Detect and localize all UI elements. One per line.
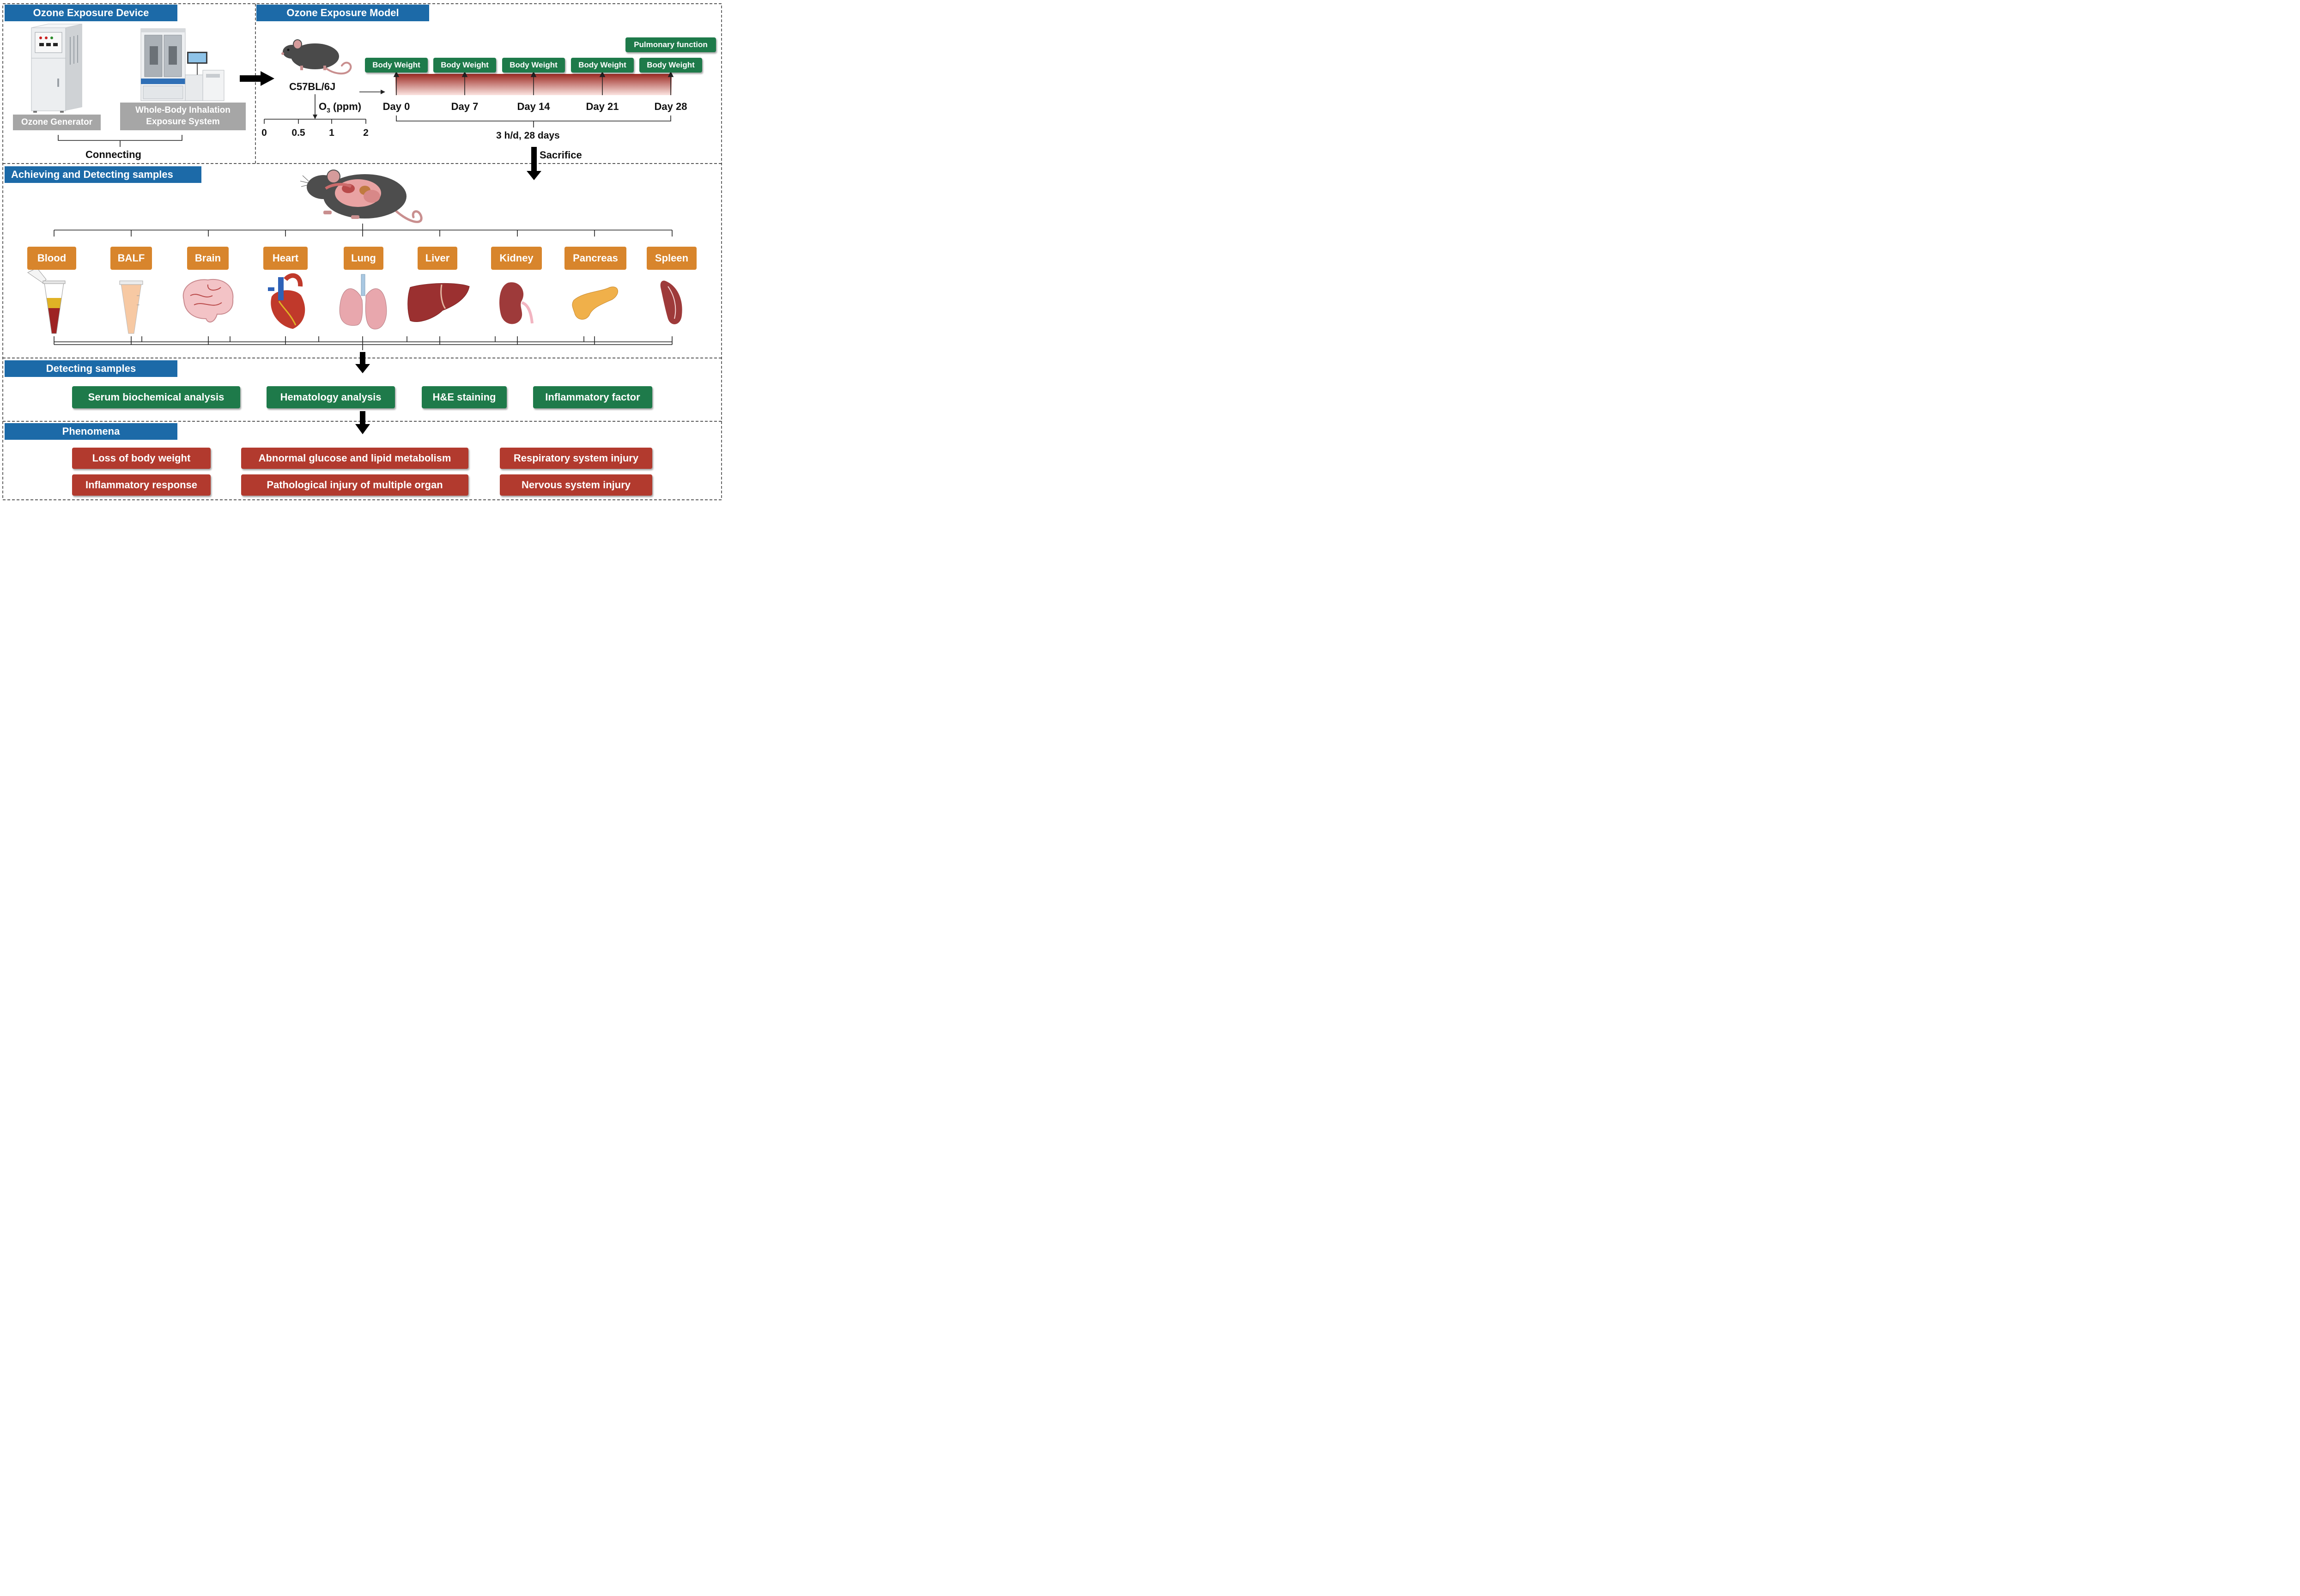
dose-label-prefix: O [319,101,327,112]
dose-axis [264,94,366,124]
body-weight-label-day21: Body Weight [571,58,634,73]
balf-tube-icon [119,280,143,334]
exposure-system-label-line2: Exposure System [146,117,220,127]
sample-balf: BALF [110,247,152,270]
phenomenon-inflammatory-response: Inflammatory response [72,474,211,496]
dose-tick: 2 [363,127,369,138]
sample-brain: Brain [187,247,229,270]
day-label-14: Day 14 [517,101,550,112]
section-frames [2,3,722,500]
analysis-he-staining: H&E staining [422,386,507,408]
samples-to-detecting-arrow [355,352,370,373]
duration-label: 3 h/d, 28 days [496,130,560,141]
exposure-system-label: Whole-Body Inhalation Exposure System [120,103,246,130]
sample-distribution-bracket [54,224,673,237]
dissected-mouse-illustration [300,170,423,223]
kidney-icon [499,282,534,324]
body-weight-label-day28: Body Weight [639,58,702,73]
day-label-0: Day 0 [382,101,410,112]
phenomenon-respiratory-injury: Respiratory system injury [500,448,652,469]
sample-collection-bracket [54,336,673,350]
duration-bracket [396,115,671,127]
day-label-28: Day 28 [654,101,687,112]
lung-icon [339,274,387,329]
detecting-to-phenomena-arrow [355,411,370,434]
dose-tick: 0.5 [291,127,305,138]
phenomenon-nervous-system-injury: Nervous system injury [500,474,652,496]
exposure-system-illustration [140,28,225,101]
day-label-21: Day 21 [586,101,619,112]
ozone-generator-label: Ozone Generator [13,115,101,130]
analysis-serum-biochemical: Serum biochemical analysis [72,386,240,408]
section-header-achieving: Achieving and Detecting samples [5,166,201,183]
sample-blood: Blood [27,247,76,270]
ozone-generator-illustration [31,24,83,113]
sacrifice-label: Sacrifice [540,149,582,161]
analysis-hematology: Hematology analysis [267,386,395,408]
body-weight-label-day7: Body Weight [433,58,496,73]
brain-icon [182,279,234,323]
day-label-7: Day 7 [451,101,479,112]
pulmonary-function-label: Pulmonary function [625,37,716,52]
phenomenon-multi-organ-injury: Pathological injury of multiple organ [241,474,468,496]
dose-axis-label: O3 (ppm) [319,101,361,114]
blood-tube-icon [27,267,66,334]
diagram-canvas [2,3,722,500]
liver-icon [407,283,470,322]
dose-tick: 1 [329,127,334,138]
sacrifice-arrow [527,147,541,180]
sample-kidney: Kidney [491,247,542,270]
dose-tick: 0 [261,127,267,138]
connecting-bracket [58,135,182,147]
section-header-device: Ozone Exposure Device [5,5,177,21]
phenomenon-loss-of-body-weight: Loss of body weight [72,448,211,469]
phenomenon-abnormal-metabolism: Abnormal glucose and lipid metabolism [241,448,468,469]
device-to-model-arrow [240,71,274,86]
c57-mouse-illustration [281,39,352,75]
body-weight-label-day0: Body Weight [365,58,428,73]
pancreas-icon [572,286,618,320]
connecting-label: Connecting [85,149,141,160]
exposure-system-label-line1: Whole-Body Inhalation [135,105,231,115]
strain-to-timeline-arrow [359,90,385,94]
section-header-model: Ozone Exposure Model [256,5,429,21]
sample-liver: Liver [418,247,457,270]
spleen-icon [660,280,682,324]
body-weight-label-day14: Body Weight [502,58,565,73]
heart-icon [268,273,305,329]
timeline-markers [393,71,674,95]
section-header-detecting: Detecting samples [5,360,177,377]
dose-label-sub: 3 [327,106,330,114]
analysis-inflammatory-factor: Inflammatory factor [533,386,652,408]
sample-lung: Lung [344,247,383,270]
sample-spleen: Spleen [647,247,697,270]
sample-heart: Heart [263,247,308,270]
sample-pancreas: Pancreas [564,247,626,270]
section-header-phenomena: Phenomena [5,423,177,440]
strain-label: C57BL/6J [289,81,336,92]
dose-label-suffix: (ppm) [330,101,362,112]
